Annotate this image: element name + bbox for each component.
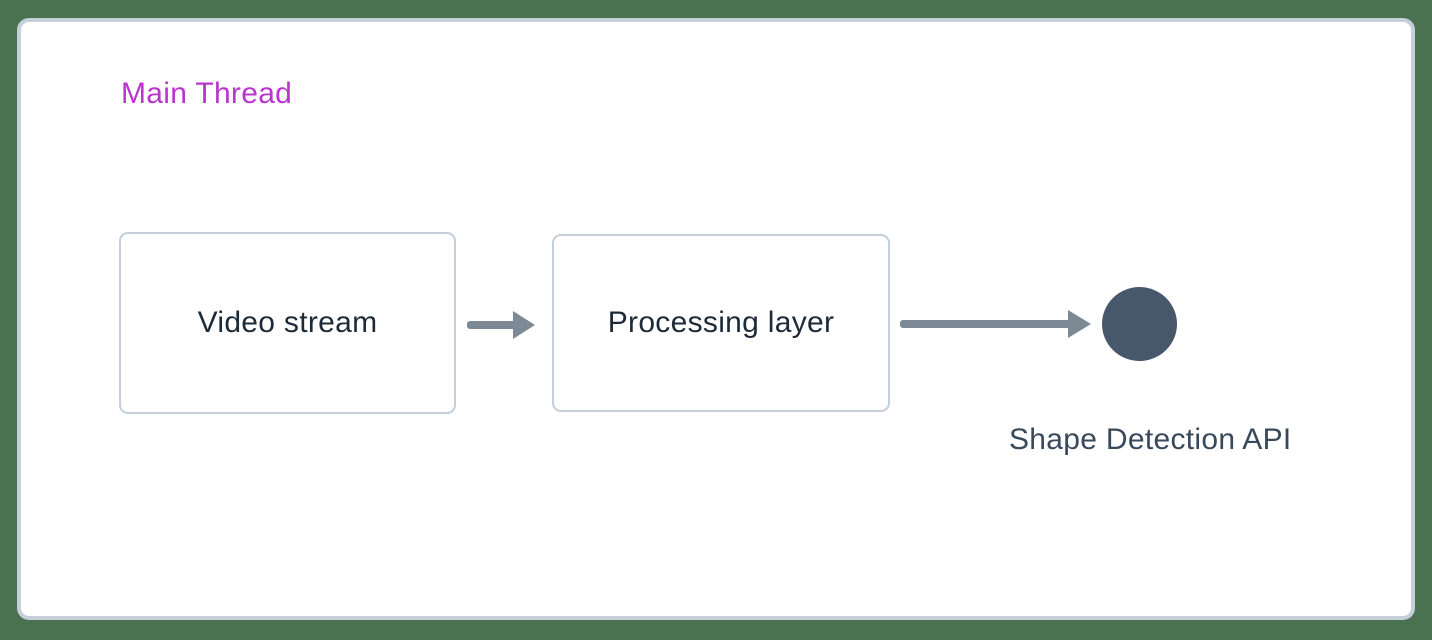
node-video-stream-label: Video stream [197,306,378,339]
node-processing-layer-label: Processing layer [607,306,835,339]
main-thread-panel: Main Thread Video stream Processing laye… [17,18,1415,620]
node-shape-detection-label: Shape Detection API [1009,423,1292,456]
node-processing-layer: Processing layer [552,234,890,412]
node-video-stream: Video stream [119,232,456,414]
arrow-right-icon [467,311,535,339]
arrow-right-icon [900,310,1091,338]
node-shape-detection-circle [1102,287,1177,361]
main-thread-label: Main Thread [121,77,293,110]
